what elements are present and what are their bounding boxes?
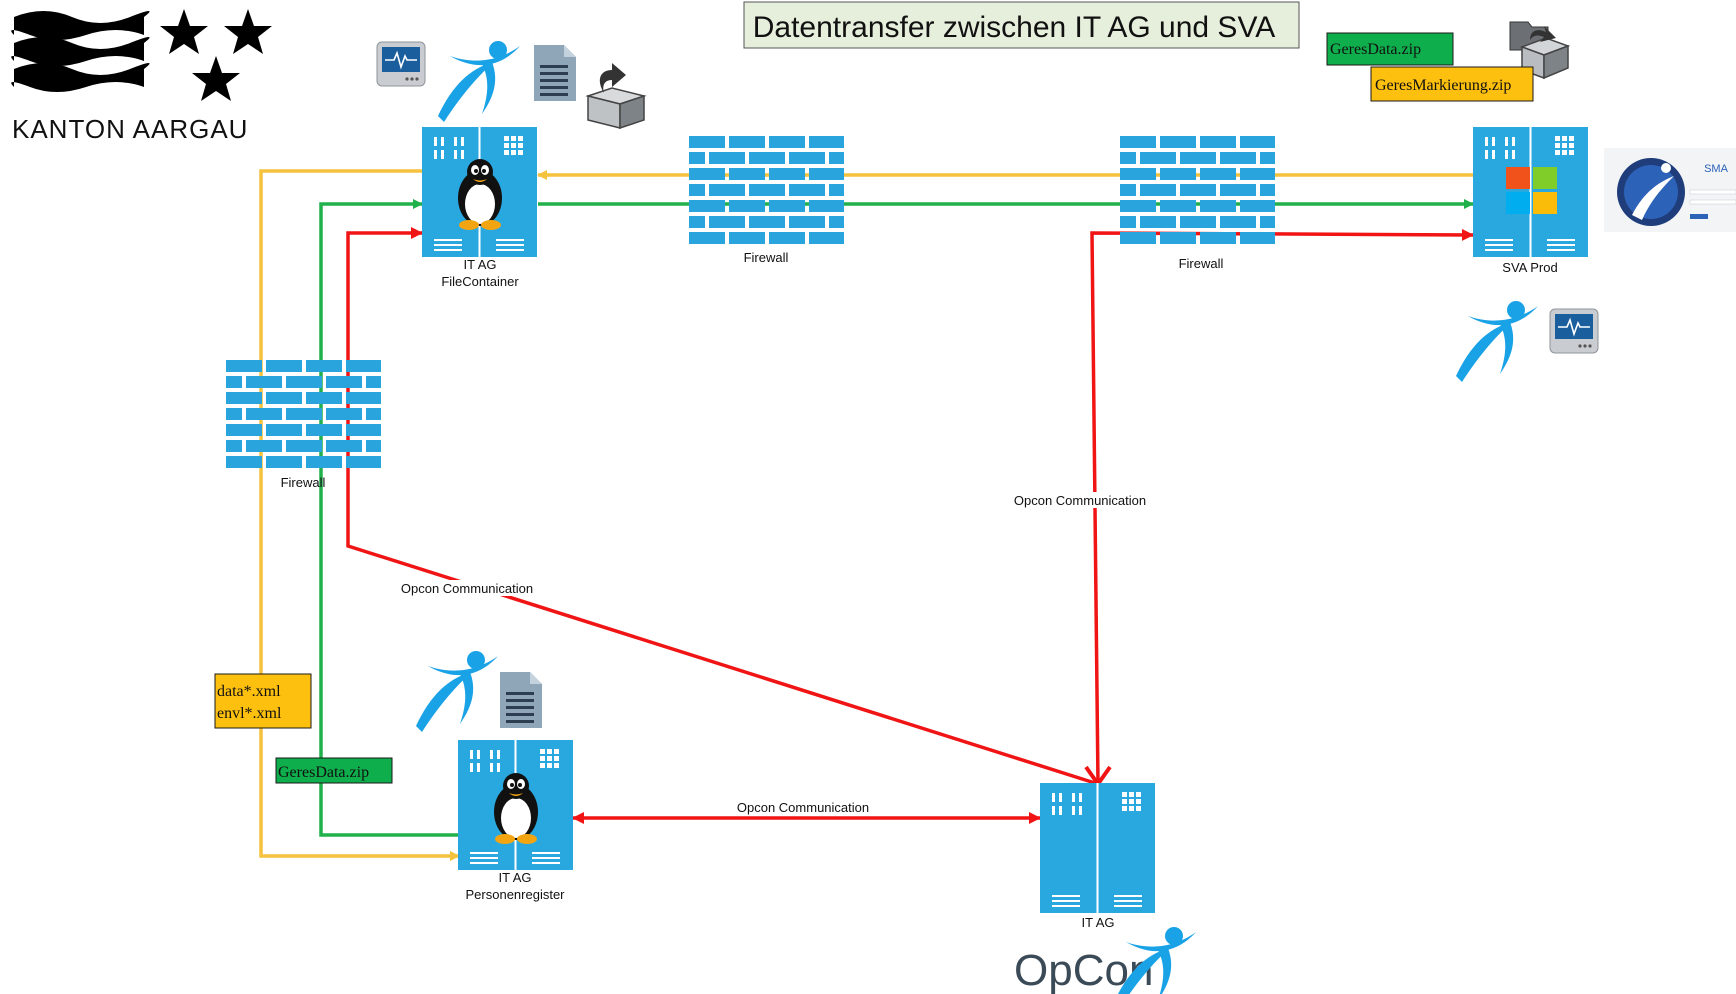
monitor-icon bbox=[1549, 308, 1599, 354]
red-opcon-to-sva bbox=[1090, 228, 1474, 785]
server-personenregister[interactable]: IT AG Personenregister bbox=[457, 739, 574, 902]
firewall-top-right-label: Firewall bbox=[1179, 256, 1224, 271]
server-sva-prod[interactable]: SVA Prod bbox=[1472, 126, 1589, 275]
opcon-logo: OpCon bbox=[1014, 927, 1196, 994]
folder-package-icon bbox=[1509, 21, 1571, 80]
page-title: Datentransfer zwischen IT AG und SVA bbox=[753, 11, 1275, 44]
aargau-waves-icon bbox=[11, 11, 150, 92]
personenregister-label-line1: IT AG bbox=[499, 870, 532, 885]
kanton-aargau-text: KANTON AARGAU bbox=[12, 114, 248, 144]
sva-prod-label: SVA Prod bbox=[1502, 260, 1557, 275]
opcon-agent-icon bbox=[1456, 301, 1538, 382]
sma-brand-text: SMA bbox=[1704, 163, 1729, 175]
personenregister-label-line2: Personenregister bbox=[466, 887, 566, 902]
monitor-icon bbox=[376, 41, 426, 87]
opcon-agent-icon bbox=[416, 651, 498, 732]
opcon-communication-left-label: Opcon Communication bbox=[401, 581, 533, 596]
tag-xml-files: data*.xml envl*.xml bbox=[214, 673, 312, 729]
firewall-left: Firewall bbox=[226, 360, 381, 490]
firewall-top-left: Firewall bbox=[689, 136, 844, 265]
opcon-communication-right-label: Opcon Communication bbox=[1014, 493, 1146, 508]
tag-geresdata-bottom: GeresData.zip bbox=[275, 757, 393, 784]
red-opcon-to-filecontainer bbox=[346, 227, 1099, 786]
firewall-top-left-label: Firewall bbox=[744, 250, 789, 265]
document-icon bbox=[534, 45, 576, 101]
filecontainer-label-line1: IT AG bbox=[464, 257, 497, 272]
tag-geresdata-top-label: GeresData.zip bbox=[1330, 41, 1421, 58]
tag-geresmarkierung-top: GeresMarkierung.zip bbox=[1370, 66, 1534, 102]
windows-logo-icon bbox=[1506, 167, 1557, 214]
tag-geresmarkierung-top-label: GeresMarkierung.zip bbox=[1375, 77, 1511, 94]
tag-xml-line1: data*.xml bbox=[217, 683, 281, 700]
aargau-stars-icon bbox=[160, 9, 272, 101]
kanton-aargau-logo: KANTON AARGAU bbox=[11, 9, 272, 144]
tag-geresdata-bottom-label: GeresData.zip bbox=[278, 764, 369, 781]
yellow-flow-filecontainer-to-personenregister bbox=[259, 169, 460, 861]
firewall-left-label: Firewall bbox=[281, 475, 326, 490]
opcon-agent-icon bbox=[438, 41, 520, 122]
tag-xml-line2: envl*.xml bbox=[217, 705, 282, 722]
opcon-communication-bottom-label: Opcon Communication bbox=[737, 800, 869, 815]
title-box: Datentransfer zwischen IT AG und SVA bbox=[743, 1, 1300, 49]
opcon-server-label: IT AG bbox=[1082, 915, 1115, 930]
tag-geresdata-top: GeresData.zip bbox=[1326, 32, 1454, 66]
package-export-icon bbox=[585, 63, 647, 130]
green-flow-personenregister-to-filecontainer bbox=[319, 199, 459, 837]
document-icon bbox=[500, 672, 542, 728]
server-opcon[interactable]: IT AG bbox=[1039, 782, 1156, 930]
filecontainer-label-line2: FileContainer bbox=[441, 274, 519, 289]
sma-login-thumbnail: SMA bbox=[1604, 148, 1736, 232]
server-filecontainer[interactable]: IT AG FileContainer bbox=[421, 126, 538, 289]
firewall-top-right: Firewall bbox=[1120, 136, 1275, 271]
